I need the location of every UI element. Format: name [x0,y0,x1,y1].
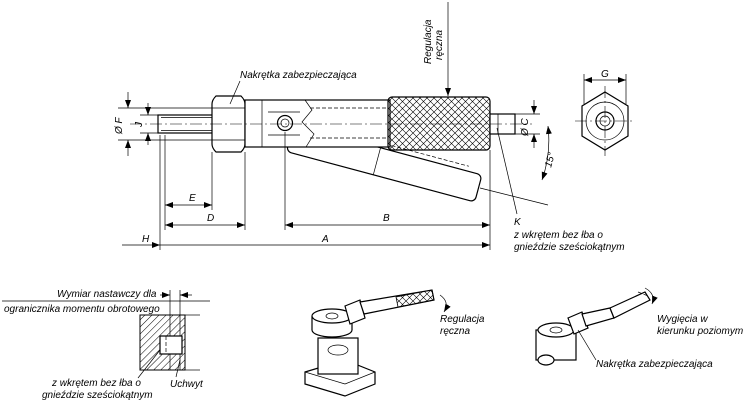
dim-b-label: B [383,213,390,224]
handle-grip-edge [372,147,381,175]
dim-f-label: Ø F [114,116,125,135]
angle-extension [479,187,549,206]
manual-adjust-bottom-line1: Regulacja [440,314,485,325]
iso-base-edge [304,371,346,385]
angle-arc [541,125,552,181]
main-side-view [130,95,532,202]
iso-lever-grip [395,289,435,308]
iso-body-bore [327,344,349,356]
adjust-screw-socket [280,118,290,128]
iso2-lever-dashed [637,291,649,297]
adjust-screw [276,114,294,132]
end-view: G [575,69,635,156]
dim-c-label: Ø C [520,117,531,137]
setting-dim-label-line2: ogranicznika momentu obrotowego [4,304,160,315]
manual-adjust-label-line1: Regulacja [423,19,434,64]
lock-nut-leader-top [229,80,241,105]
bend-label-line1: Wygięcia w [657,314,708,325]
iso-base-edge-2 [344,371,376,385]
k-leader [496,127,518,215]
iso-lever-hub [344,299,366,325]
detail-set-screw [159,335,183,355]
dim-d-label: D [207,213,214,224]
iso-clamp-body [317,337,359,375]
lock-nut-bottom-label: Nakrętka zabezpieczająca [596,359,713,370]
bend-label-line2: kierunku poziomym [657,326,743,337]
iso2-bend-arrow [644,287,658,305]
dim-a-label: A [321,234,329,245]
iso2-lever-bent-end [609,291,651,319]
manual-adjust-label-line2: ręczna [434,30,445,60]
dim-k-label: K [514,217,522,228]
setting-detail: Wymiar nastawczy dla ogranicznika moment… [2,289,210,401]
set-screw-bottom-leader [137,349,161,379]
lock-nut-label-top: Nakrętka zabezpieczająca [240,70,357,81]
dim-g-label: G [601,69,609,80]
holder-leader [175,359,181,378]
slot-lines [268,111,300,136]
set-screw-bottom-line1: z wkrętem bez łba o [51,378,141,389]
dim-h-label: H [142,234,150,245]
knurled-grip [387,96,491,151]
lock-nut-bottom-leader [577,329,597,361]
iso2-bottom-nub [537,354,555,366]
setting-dim-label-line1: Wymiar nastawczy dla [57,289,157,300]
body-shaft [244,99,391,148]
iso-view-bent: Wygięcia w kierunku poziomym Nakrętka za… [535,287,743,370]
iso-view-manual: Regulacja ręczna [304,289,485,397]
iso-cylinder-bolt [325,312,339,320]
manual-adjust-bottom-line2: ręczna [440,326,470,337]
set-screw-bottom-line2: gnieździe sześciokątnym [42,390,153,401]
holder-label: Uchwyt [170,379,204,390]
iso2-lever-arm [581,307,615,327]
iso-rotate-arrow [439,294,451,313]
angle-label: 15° [543,151,558,168]
set-screw-right-line2: gnieździe sześciokątnym [514,242,625,253]
dim-e-label: E [189,193,196,204]
iso2-cylinder-top [537,322,575,338]
iso2-cylinder-bolt [549,326,563,334]
set-screw-right-line1: z wkrętem bez łba o [513,230,603,241]
dim-j-label: J [134,121,145,128]
